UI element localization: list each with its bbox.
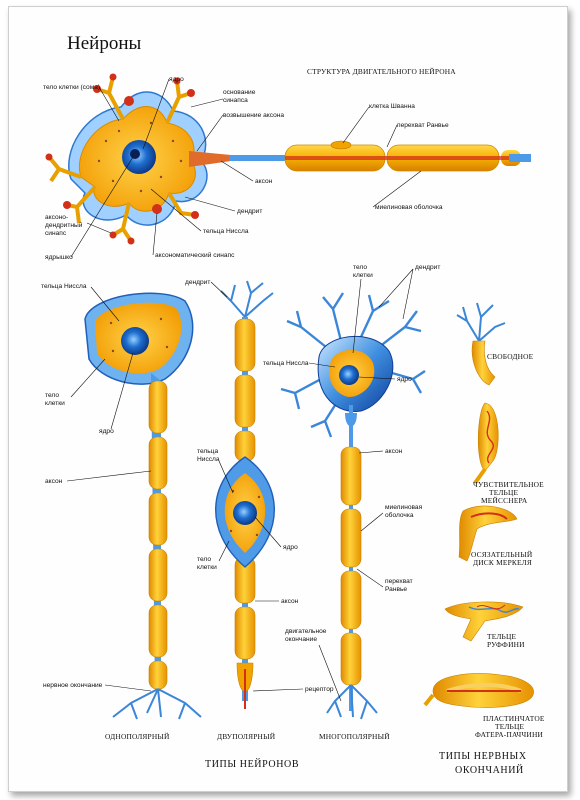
label-multipolar-body-2: клетки [353,272,373,279]
neuron-poster: Нейроны СТРУКТУРА ДВИГАТЕЛЬНОГО НЕЙРОНА [8,6,568,792]
endings-heading-2: ОКОНЧАНИЙ [455,764,524,776]
unipolar-neuron [84,292,202,720]
label-unipolar-nucleus: ядро [99,428,114,435]
label-axon: аксон [255,178,273,185]
label-bipolar-body-1: тело [197,556,211,563]
caption-multipolar: МНОГОПОЛЯРНЫЙ [319,732,390,741]
label-free-ending: СВОБОДНОЕ [487,352,534,361]
label-meissner-1: ЧУВСТВИТЕЛЬНОЕ [473,480,544,489]
label-pacini-1: ПЛАСТИНЧАТОЕ [483,714,545,723]
merkel-disc: ОСЯЗАТЕЛЬНЫЙ ДИСК МЕРКЕЛЯ [458,505,533,567]
label-multipolar-axon: аксон [385,448,403,455]
label-synapse-base-1: основание [223,89,256,96]
label-bipolar-receptor: рецептор [305,686,334,693]
label-merkel-1: ОСЯЗАТЕЛЬНЫЙ [471,550,533,559]
label-bipolar-dendrite: дендрит [185,279,210,286]
label-ruffini-1: ТЕЛЬЦЕ [487,632,517,641]
caption-bipolar: ДВУПОЛЯРНЫЙ [217,732,276,741]
poster-title: Нейроны [67,33,141,54]
label-pacini-3: ФАТЕРА-ПАЧЧИНИ [475,730,543,739]
label-soma: тело клетки (сома) [43,84,100,91]
bipolar-neuron [215,280,275,709]
label-multipolar-dendrite: дендрит [415,264,440,271]
label-nucleolus: ядрышко [45,254,73,261]
label-unipolar-ending: нервное окончание [43,682,103,689]
label-unipolar-body-1: тело [45,392,59,399]
motor-neuron-heading: СТРУКТУРА ДВИГАТЕЛЬНОГО НЕЙРОНА [307,67,456,76]
label-nissl: тельца Нисcла [203,228,249,235]
label-multipolar-ranvier-1: перехват [385,578,413,585]
label-ruffini-2: РУФФИНИ [487,640,525,649]
multipolar-neuron [280,292,426,720]
multipolar-labels: тело клетки дендрит тельца Ниссла ядро а… [263,264,440,741]
types-heading: ТИПЫ НЕЙРОНОВ [205,758,299,770]
label-bipolar-body-2: клетки [197,564,217,571]
caption-unipolar: ОДНОПОЛЯРНЫЙ [105,732,170,741]
label-meissner-3: МЕЙССНЕРА [481,496,528,505]
free-ending: СВОБОДНОЕ [456,302,534,386]
label-myelin: миелиновая оболочка [375,203,443,211]
endings-heading-1: ТИПЫ НЕРВНЫХ [439,751,527,762]
label-unipolar-nissl: тельца Нисcла [41,283,87,290]
label-synapse-base-2: синапса [223,97,248,104]
meissner-corpuscle: ЧУВСТВИТЕЛЬНОЕ ТЕЛЬЦЕ МЕЙССНЕРА [473,402,544,505]
label-unipolar-body-2: клетки [45,400,65,407]
motor-labels: тело клетки (сома) ядро основание синапс… [43,76,449,261]
label-multipolar-body-1: тело [353,264,367,271]
label-multipolar-ranvier-2: Ранвье [385,586,407,593]
label-multipolar-ending-1: двигательное [285,628,327,635]
label-multipolar-nissl: тельца Ниссла [263,360,309,367]
label-axodendritic-3: синапс [45,230,67,237]
label-multipolar-myelin-2: оболочка [385,511,414,519]
label-bipolar-nissl-2: Ниссла [197,456,220,463]
label-schwann: клетка Шванна [369,103,415,110]
motor-neuron [45,73,531,245]
label-axon-hillock: возвышение аксона [223,112,284,119]
unipolar-labels: тельца Нисcла тело клетки ядро аксон нер… [41,283,170,741]
neuron-illustration: Нейроны СТРУКТУРА ДВИГАТЕЛЬНОГО НЕЙРОНА [41,33,545,776]
label-bipolar-nissl-1: тельца [197,448,218,455]
label-unipolar-axon: аксон [45,478,63,485]
label-multipolar-nucleus: ядро [397,376,412,383]
nerve-endings: СВОБОДНОЕ ЧУВСТВИТЕЛЬНОЕ ТЕЛЬЦЕ МЕЙССНЕР… [423,302,545,776]
label-ranvier: перехват Ранвье [397,122,449,129]
label-nucleus: ядро [169,76,184,83]
label-axosomatic: аксономатический синапс [155,251,235,259]
label-dendrite: дендрит [237,208,262,215]
pacini-corpuscle: ПЛАСТИНЧАТОЕ ТЕЛЬЦЕ ФАТЕРА-ПАЧЧИНИ [423,673,545,739]
label-bipolar-axon: аксон [281,598,299,605]
label-multipolar-ending-2: окончание [285,636,317,643]
label-multipolar-myelin-1: миелиновая [385,504,423,511]
bipolar-labels: дендрит тельца Ниссла тело клетки ядро а… [185,279,334,741]
label-merkel-2: ДИСК МЕРКЕЛЯ [473,558,532,567]
label-axodendritic-2: дендритный [45,221,83,229]
ruffini-corpuscle: ТЕЛЬЦЕ РУФФИНИ [444,601,525,649]
label-bipolar-nucleus: ядро [283,544,298,551]
label-meissner-2: ТЕЛЬЦЕ [489,488,519,497]
label-pacini-2: ТЕЛЬЦЕ [495,722,525,731]
label-axodendritic-1: аксоно- [45,214,68,221]
